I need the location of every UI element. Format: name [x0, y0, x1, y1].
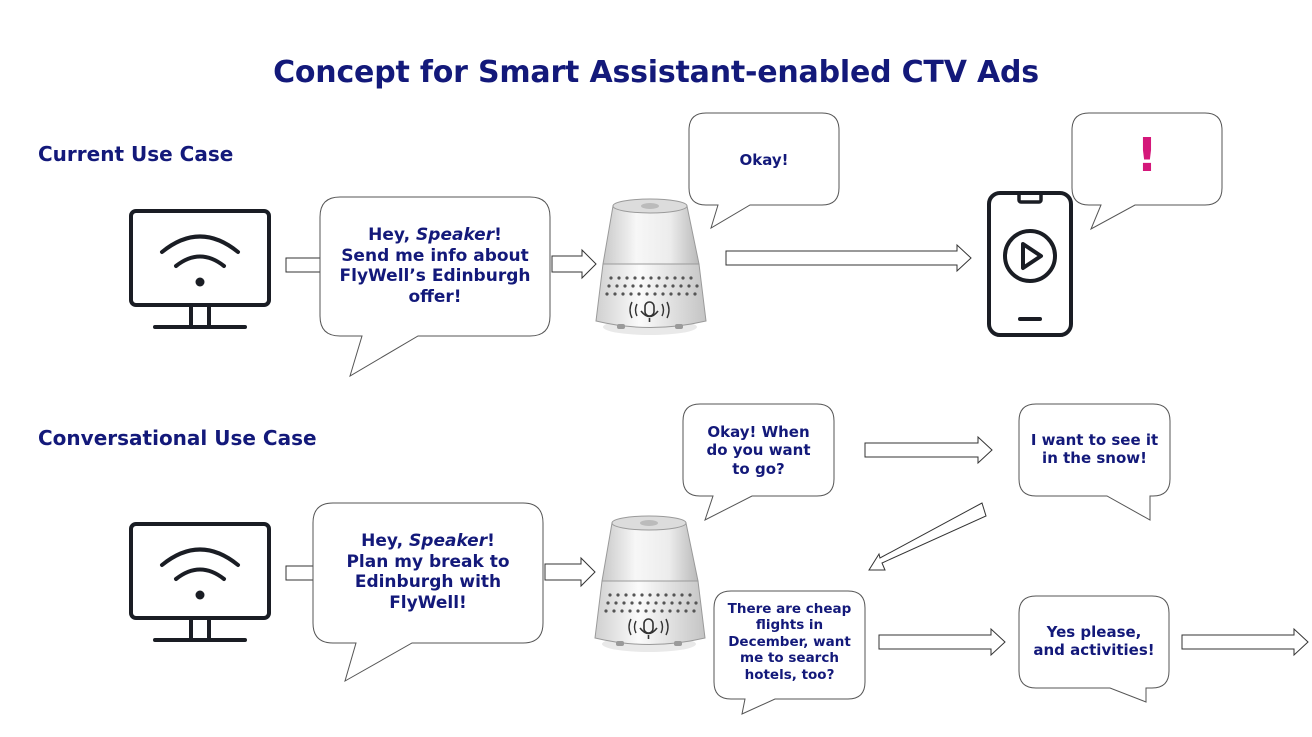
bubble-text-conv-user-2: Yes please, and activities!: [1019, 623, 1169, 660]
bubble-line: to go?: [732, 459, 785, 478]
bubble-line: FlyWell’s Edinburgh: [339, 266, 531, 287]
speech-bubble-current-speaker: [688, 112, 840, 230]
speech-bubble-conv-user-1: [1018, 403, 1171, 521]
bubble-line: Okay! When: [707, 423, 810, 441]
bubble-line: flights in: [755, 617, 824, 634]
bubble-line: offer!: [408, 287, 462, 308]
section-title-conversational: Conversational Use Case: [38, 426, 317, 450]
tv-wifi-icon: [129, 209, 271, 329]
bubble-line: me to search: [740, 650, 839, 667]
bubble-line: Yes please,: [1046, 623, 1142, 641]
speech-bubble-phone-alert: [1071, 112, 1223, 231]
bubble-text-current-speaker: Okay!: [739, 151, 789, 169]
bubble-text-conv-speaker-2: There are cheap flights in December, wan…: [714, 601, 865, 683]
speech-bubble-conv-user-2: [1018, 595, 1170, 703]
bubble-line: Hey, Speaker!: [361, 531, 495, 551]
smart-speaker-icon: [595, 198, 707, 336]
bubble-line: Edinburgh with: [354, 572, 502, 593]
bubble-line: hotels, too?: [744, 666, 835, 683]
arrow-icon: [551, 248, 597, 280]
speech-bubble-current-user: [319, 196, 551, 378]
bubble-line: Hey, Speaker!: [368, 225, 502, 245]
arrow-icon: [868, 502, 987, 571]
speech-bubble-conv-speaker-2: [713, 590, 866, 715]
bubble-text-conv-user: Hey, Speaker! Plan my break to Edinburgh…: [315, 531, 541, 614]
speech-bubble-conv-user: [312, 502, 544, 683]
bubble-text-conv-speaker-1: Okay! When do you want to go?: [683, 423, 834, 478]
bubble-line: December, want: [728, 633, 851, 650]
arrow-icon: [1181, 627, 1309, 657]
page-title: Concept for Smart Assistant-enabled CTV …: [273, 55, 1039, 90]
bubble-line: FlyWell!: [389, 593, 467, 614]
speech-bubble-conv-speaker-1: [682, 403, 835, 522]
bubble-line: do you want: [706, 441, 811, 460]
section-title-current: Current Use Case: [38, 142, 234, 166]
bubble-text-current-user: Hey, Speaker! Send me info about FlyWell…: [322, 225, 548, 308]
bubble-line: There are cheap: [727, 601, 852, 617]
bubble-line: Plan my break to: [346, 551, 510, 572]
alert-exclamation: !: [1136, 128, 1158, 182]
tv-wifi-icon: [129, 522, 271, 642]
bubble-line: I want to see it: [1030, 431, 1159, 449]
smart-speaker-icon: [594, 515, 706, 653]
bubble-text-conv-user-1: I want to see it in the snow!: [1019, 431, 1170, 468]
bubble-line: Send me info about: [341, 245, 529, 266]
arrow-icon: [864, 435, 993, 465]
smartphone-play-icon: [987, 191, 1073, 337]
arrow-icon: [878, 627, 1006, 657]
bubble-line: in the snow!: [1042, 449, 1147, 468]
arrow-icon: [544, 556, 596, 588]
bubble-line: and activities!: [1033, 641, 1155, 660]
arrow-icon: [725, 243, 972, 273]
